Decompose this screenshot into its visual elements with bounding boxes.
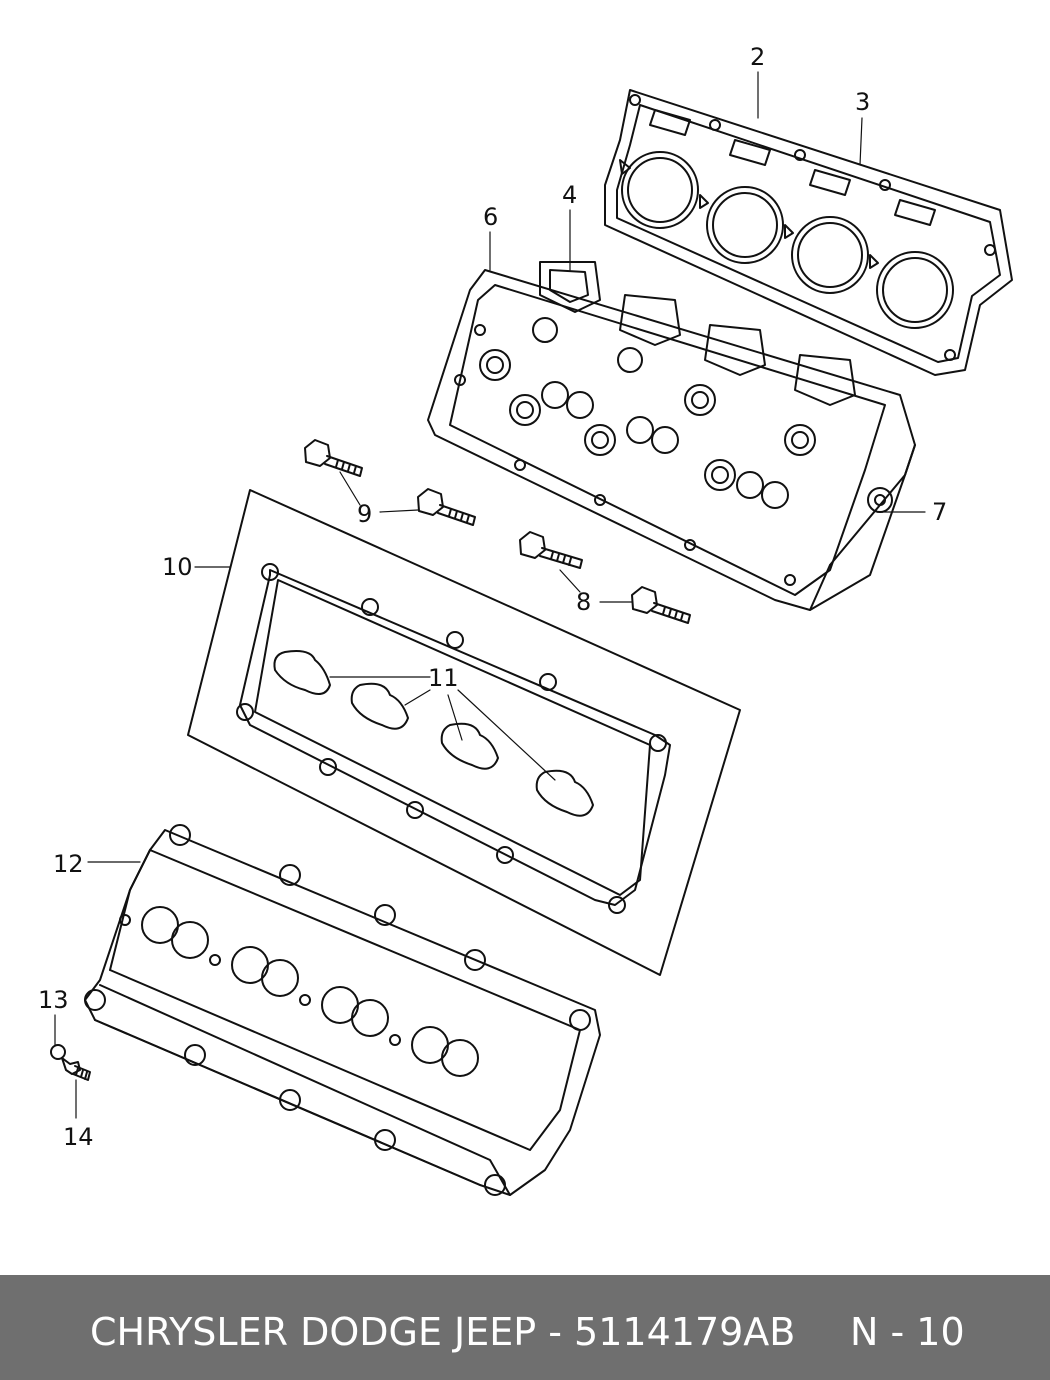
- gasket-kit: [187, 489, 741, 976]
- leader-lines: [54, 71, 926, 1119]
- footer-part-number: CHRYSLER DODGE JEEP - 5114179AB: [90, 1310, 796, 1354]
- callout-14: 14: [63, 1123, 94, 1151]
- callout-13: 13: [38, 986, 69, 1014]
- callout-11: 11: [428, 664, 459, 692]
- callout-12: 12: [53, 850, 84, 878]
- head-bolts: [304, 439, 691, 624]
- valve-cover: [84, 824, 601, 1196]
- callout-10: 10: [162, 553, 193, 581]
- head-gasket: [604, 89, 1013, 376]
- callout-6: 6: [483, 203, 498, 231]
- footer-bar: [0, 1275, 1050, 1380]
- callout-8: 8: [576, 588, 591, 616]
- cylinder-head: [427, 261, 916, 611]
- callouts: 2 3 4 6 7 8 9 10 11 12 13 14: [38, 43, 947, 1151]
- callout-2: 2: [750, 43, 765, 71]
- callout-9: 9: [357, 500, 372, 528]
- callout-7: 7: [932, 498, 947, 526]
- footer-page-number: N - 10: [850, 1310, 965, 1354]
- callout-3: 3: [855, 88, 870, 116]
- stud-grommet: [50, 1044, 91, 1081]
- parts-diagram: 2 3 4 6 7 8 9 10 11 12 13 14: [38, 43, 1013, 1196]
- callout-4: 4: [562, 181, 577, 209]
